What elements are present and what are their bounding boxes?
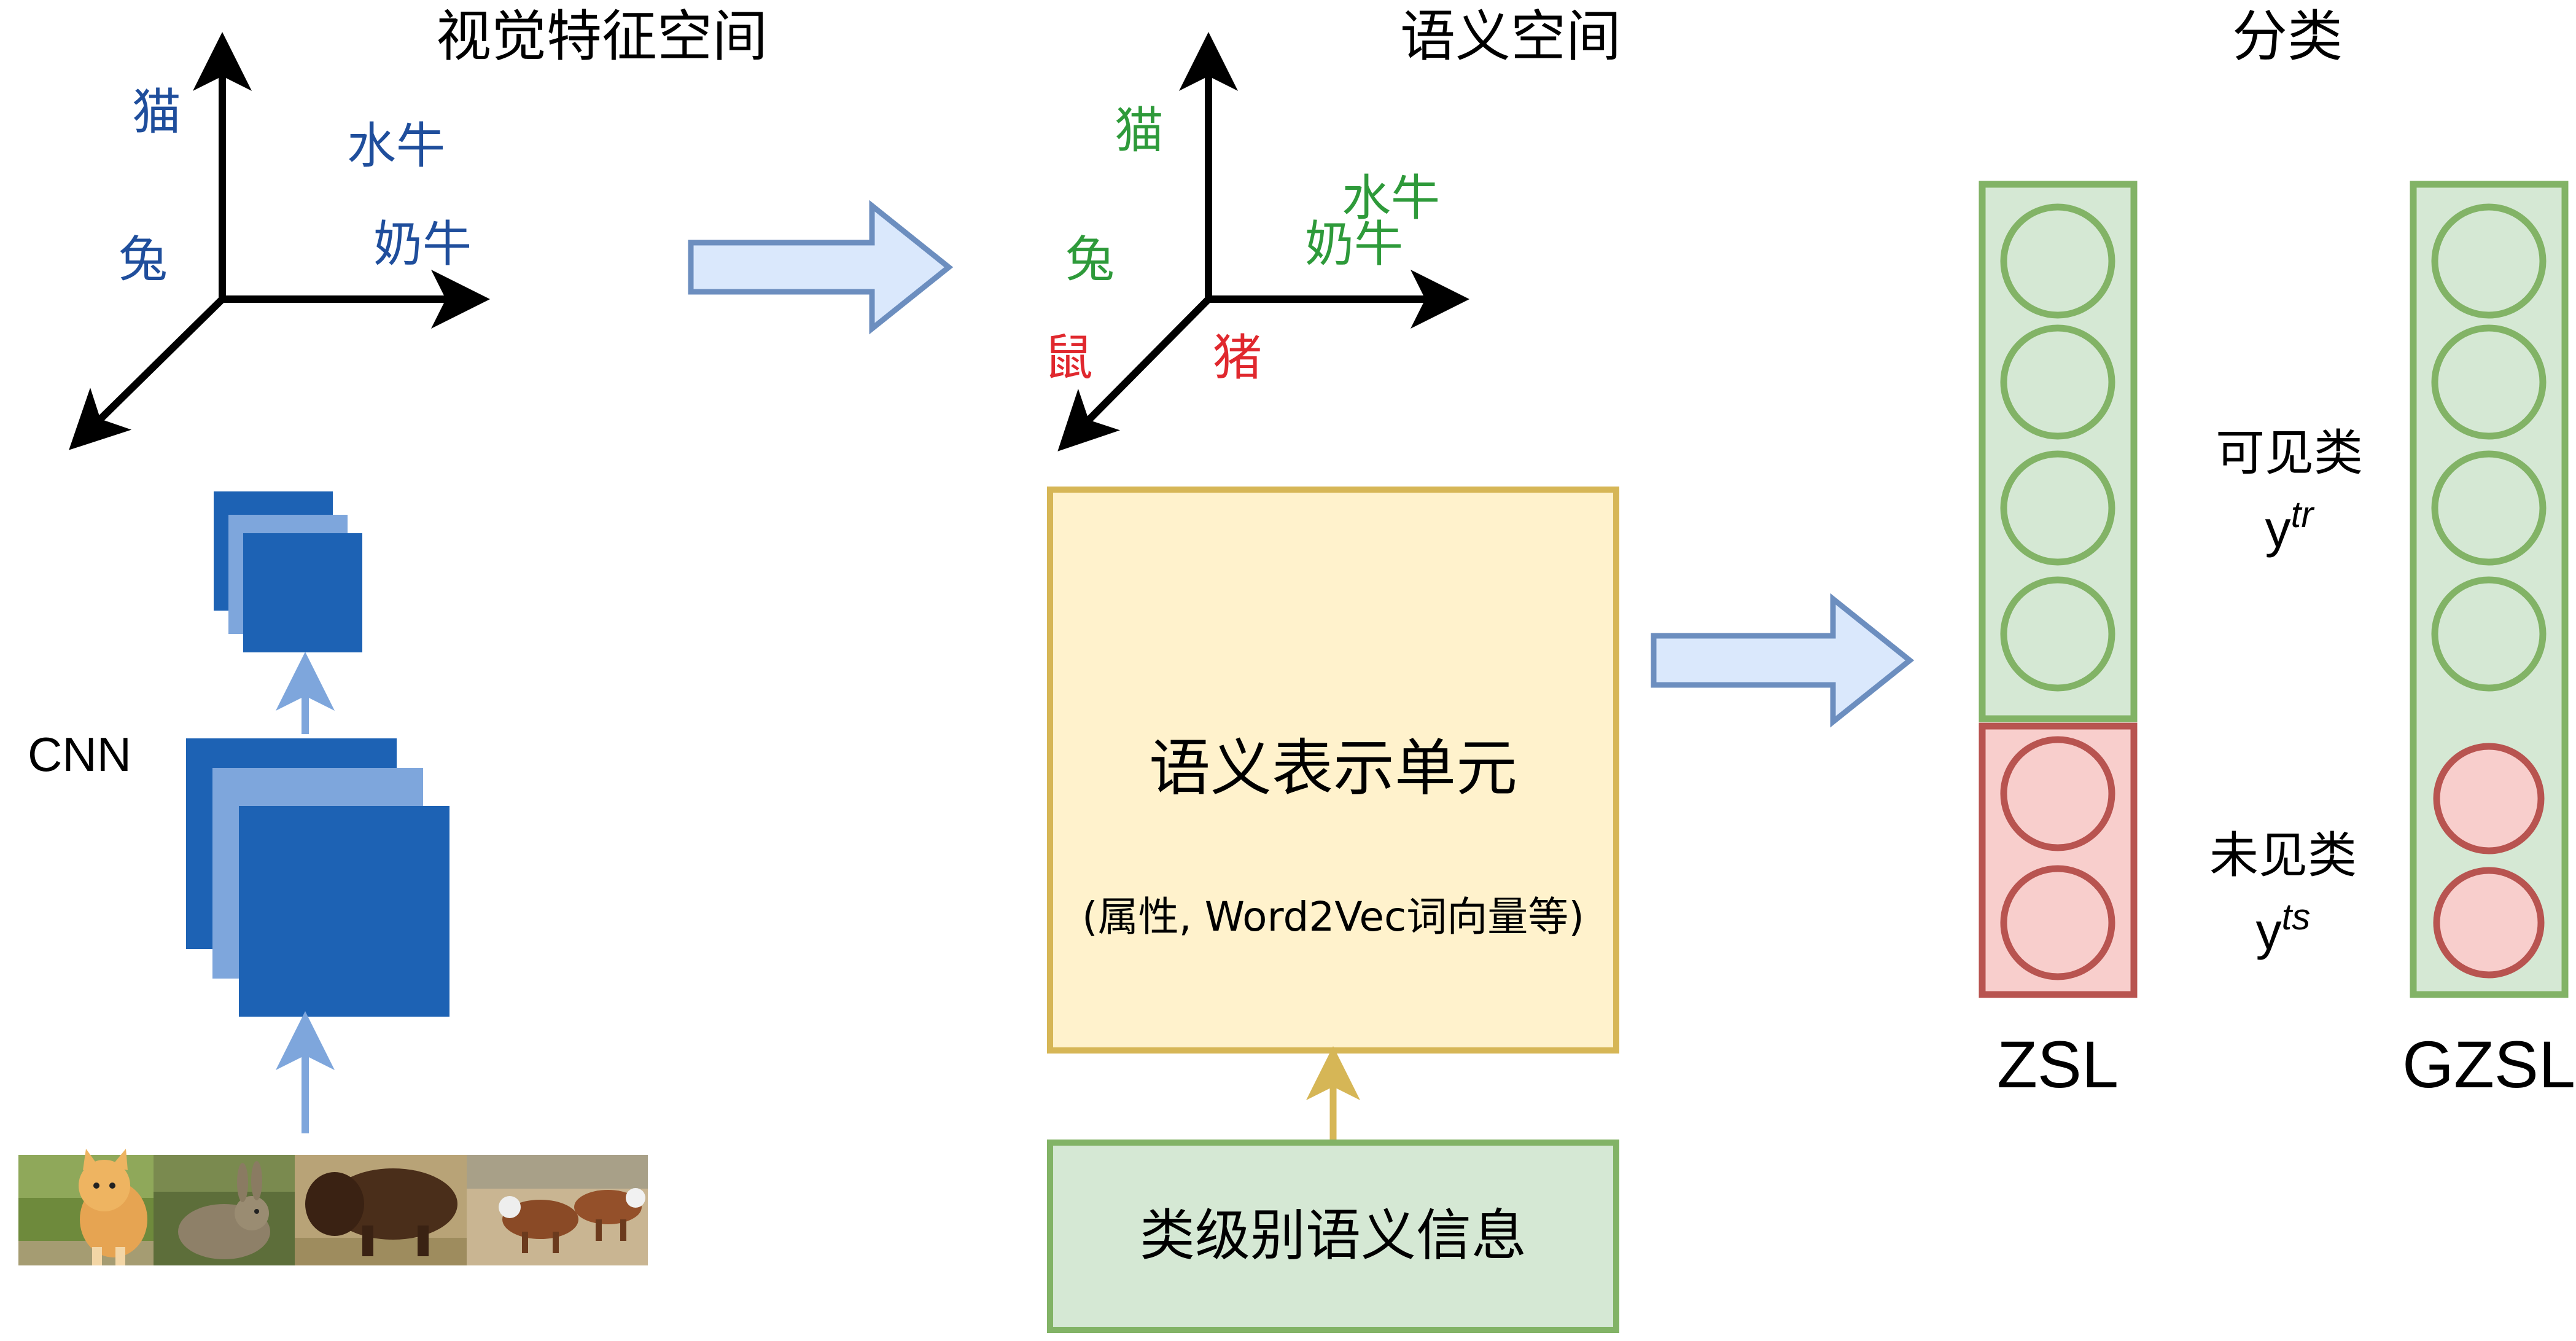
gzsl-box (2410, 181, 2569, 998)
zsl-seen-node (2000, 450, 2115, 566)
zsl-seen-node (2000, 576, 2115, 692)
zsl-unseen-box (1979, 722, 2138, 998)
unseen-symbol-sup: ts (2282, 896, 2311, 937)
semantic-label-cat: 猫 (1115, 102, 1164, 159)
class-info-label: 类级别语义信息 (1140, 1203, 1527, 1268)
visual-space-axes (69, 32, 490, 450)
visual-z-axis (69, 296, 225, 450)
semantic-space-labels: 猫 水牛 兔 奶牛 鼠 猪 (1044, 102, 1440, 386)
cnn-stack (186, 491, 449, 1133)
gzsl-seen-node (2431, 576, 2547, 692)
gzsl-unseen-node (2433, 743, 2545, 854)
gzsl-column (2410, 181, 2569, 998)
buffalo-photo (295, 1155, 467, 1265)
image-strip (18, 1149, 648, 1265)
semantic-unit-box (1047, 487, 1619, 1054)
visual-label-cat: 猫 (132, 84, 181, 141)
gzsl-unseen-node (2433, 867, 2545, 979)
classification-title: 分类 (2232, 4, 2343, 69)
unseen-class-label: 未见类 (2209, 827, 2357, 884)
semantic-unit-subtitle: (属性, Word2Vec词向量等) (1082, 893, 1584, 940)
semantic-unit-title: 语义表示单元 (1149, 732, 1517, 804)
semantic-label-pig: 猪 (1213, 329, 1262, 386)
zsl-unseen-node (2000, 865, 2115, 980)
semantic-label-rabbit: 兔 (1065, 231, 1115, 288)
zsl-column (1979, 181, 2138, 998)
class-info-box (1047, 1140, 1619, 1333)
seen-symbol-sup: tr (2291, 494, 2315, 535)
visual-label-rabbit: 兔 (119, 231, 168, 288)
gzsl-seen-node (2431, 450, 2547, 566)
cnn-label: CNN (28, 727, 131, 781)
visual-space-title: 视觉特征空间 (436, 4, 768, 69)
gzsl-seen-node (2431, 324, 2547, 440)
visual-space-labels: 猫 水牛 兔 奶牛 (119, 84, 472, 288)
cows-photo (467, 1155, 648, 1265)
semantic-label-cow: 奶牛 (1305, 216, 1403, 273)
unseen-class-symbol: yts (2256, 896, 2311, 960)
zsl-seen-node (2000, 203, 2115, 319)
semantic-space-axes (1057, 32, 1469, 452)
cnn-bottom-feature-maps (186, 738, 449, 1017)
semantic-label-mouse: 鼠 (1044, 329, 1093, 386)
gzsl-label: GZSL (2402, 1027, 2575, 1101)
seen-class-symbol: ytr (2265, 494, 2315, 558)
semantic-label-buffalo: 水牛 (1342, 170, 1440, 227)
visual-label-buffalo: 水牛 (347, 117, 445, 174)
seen-symbol-y: y (2265, 500, 2291, 558)
flow-arrow-visual-to-semantic (688, 200, 954, 335)
rabbit-photo (154, 1155, 295, 1265)
flow-arrow-semantic-to-classification (1651, 593, 1915, 728)
semantic-z-axis (1057, 296, 1212, 452)
semantic-space-title: 语义空间 (1400, 4, 1621, 69)
zsl-seen-node (2000, 324, 2115, 440)
gzsl-seen-node (2431, 203, 2547, 319)
unseen-symbol-y: y (2256, 902, 2282, 960)
zsl-label: ZSL (1997, 1027, 2119, 1101)
cnn-top-feature-maps (214, 491, 362, 652)
seen-class-label: 可见类 (2216, 424, 2363, 482)
zsl-unseen-node (2000, 736, 2115, 851)
visual-label-cow: 奶牛 (373, 216, 472, 273)
